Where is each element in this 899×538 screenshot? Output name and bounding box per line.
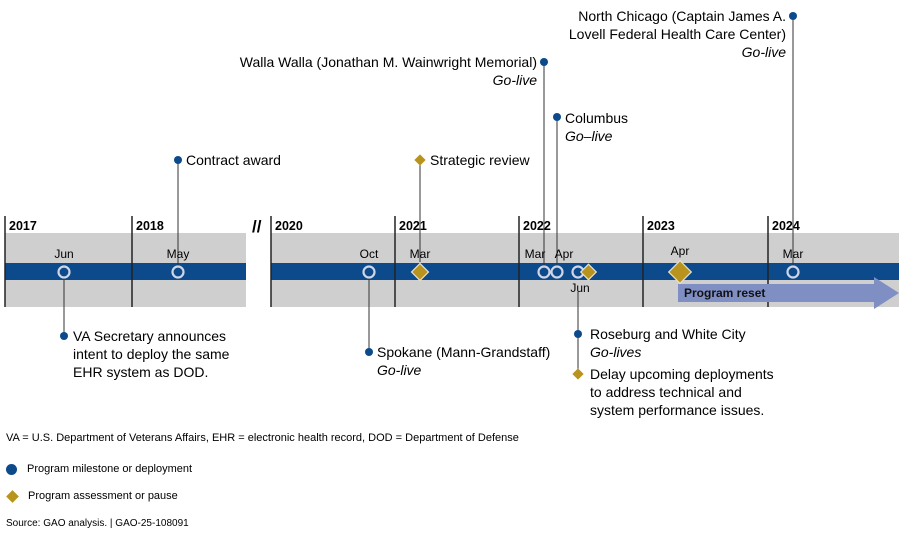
event-north-chicago-status: Go-live [742, 44, 787, 60]
year-label-2024: 2024 [772, 219, 800, 233]
bar-markers [57, 265, 800, 279]
event-va-secretary-line-1: VA Secretary announces [73, 328, 226, 344]
dot-roseburg [574, 330, 582, 338]
dot-columbus [553, 113, 561, 121]
year-label-2023: 2023 [647, 219, 675, 233]
marker-mar-2022 [537, 265, 551, 279]
diamond-delay [572, 368, 584, 380]
marker-mar-2024 [786, 265, 800, 279]
dot-va-secretary [60, 332, 68, 340]
marker-jun-2017 [57, 265, 71, 279]
month-label-apr-2023: Apr [671, 244, 690, 258]
legend-assessment-label: Program assessment or pause [28, 490, 178, 502]
year-dividers [4, 216, 769, 307]
legend-milestone-dot-icon [6, 463, 17, 475]
diamond-strategic-review [414, 154, 426, 166]
legend-assessment: Program assessment or pause [6, 489, 178, 503]
event-delay-line-2: to address technical and [590, 384, 742, 400]
event-strategic-review: Strategic review [430, 152, 530, 168]
bar-diamonds [410, 259, 693, 285]
program-reset-arrow [678, 277, 899, 309]
event-walla-walla: Walla Walla (Jonathan M. Wainwright Memo… [240, 54, 537, 70]
event-north-chicago-line-1: North Chicago (Captain James A. [578, 8, 786, 24]
year-label-2017: 2017 [9, 219, 37, 233]
event-north-chicago-line-2: Lovell Federal Health Care Center) [569, 26, 786, 42]
dot-walla-walla [540, 58, 548, 66]
month-label-jun-2017: Jun [54, 247, 73, 261]
event-va-secretary-line-2: intent to deploy the same [73, 346, 230, 362]
dot-north-chicago [789, 12, 797, 20]
year-label-2022: 2022 [523, 219, 551, 233]
event-spokane: Spokane (Mann-Grandstaff) [377, 344, 550, 360]
source-note: Source: GAO analysis. | GAO-25-108091 [6, 518, 189, 529]
dot-spokane [365, 348, 373, 356]
marker-apr-2022 [550, 265, 564, 279]
marker-may-2018 [171, 265, 185, 279]
legend-assessment-diamond-icon [6, 489, 19, 503]
diamond-jun-2022 [579, 263, 598, 281]
legend-milestone: Program milestone or deployment [6, 463, 192, 475]
timeline-bar-left [5, 263, 246, 280]
month-label-jun-2022: Jun [570, 281, 589, 295]
month-label-oct-2020: Oct [360, 247, 379, 261]
legend-milestone-label: Program milestone or deployment [27, 463, 193, 475]
month-label-mar-2021: Mar [410, 247, 431, 261]
event-delay-line-3: system performance issues. [590, 402, 764, 418]
program-reset-label: Program reset [684, 286, 765, 300]
year-label-2018: 2018 [136, 219, 164, 233]
event-columbus-status: Go–live [565, 128, 613, 144]
year-label-2020: 2020 [275, 219, 303, 233]
event-walla-walla-status: Go-live [493, 72, 538, 88]
event-delay-line-1: Delay upcoming deployments [590, 366, 774, 382]
event-contract-award: Contract award [186, 152, 281, 168]
event-roseburg-status: Go-lives [590, 344, 641, 360]
event-spokane-status: Go-live [377, 362, 422, 378]
dot-contract-award [174, 156, 182, 164]
month-label-mar-2022: Mar [525, 247, 546, 261]
month-label-apr-2022: Apr [555, 247, 574, 261]
month-label-mar-2024: Mar [783, 247, 804, 261]
abbreviations-note: VA = U.S. Department of Veterans Affairs… [6, 432, 519, 444]
event-roseburg: Roseburg and White City [590, 326, 746, 342]
marker-oct-2020 [362, 265, 376, 279]
year-label-2021: 2021 [399, 219, 427, 233]
event-va-secretary-line-3: EHR system as DOD. [73, 364, 208, 380]
time-break-mark: // [252, 217, 262, 236]
diamond-apr-2023 [667, 259, 693, 285]
event-columbus: Columbus [565, 110, 628, 126]
diamond-mar-2021 [410, 262, 430, 282]
month-label-may-2018: May [167, 247, 190, 261]
